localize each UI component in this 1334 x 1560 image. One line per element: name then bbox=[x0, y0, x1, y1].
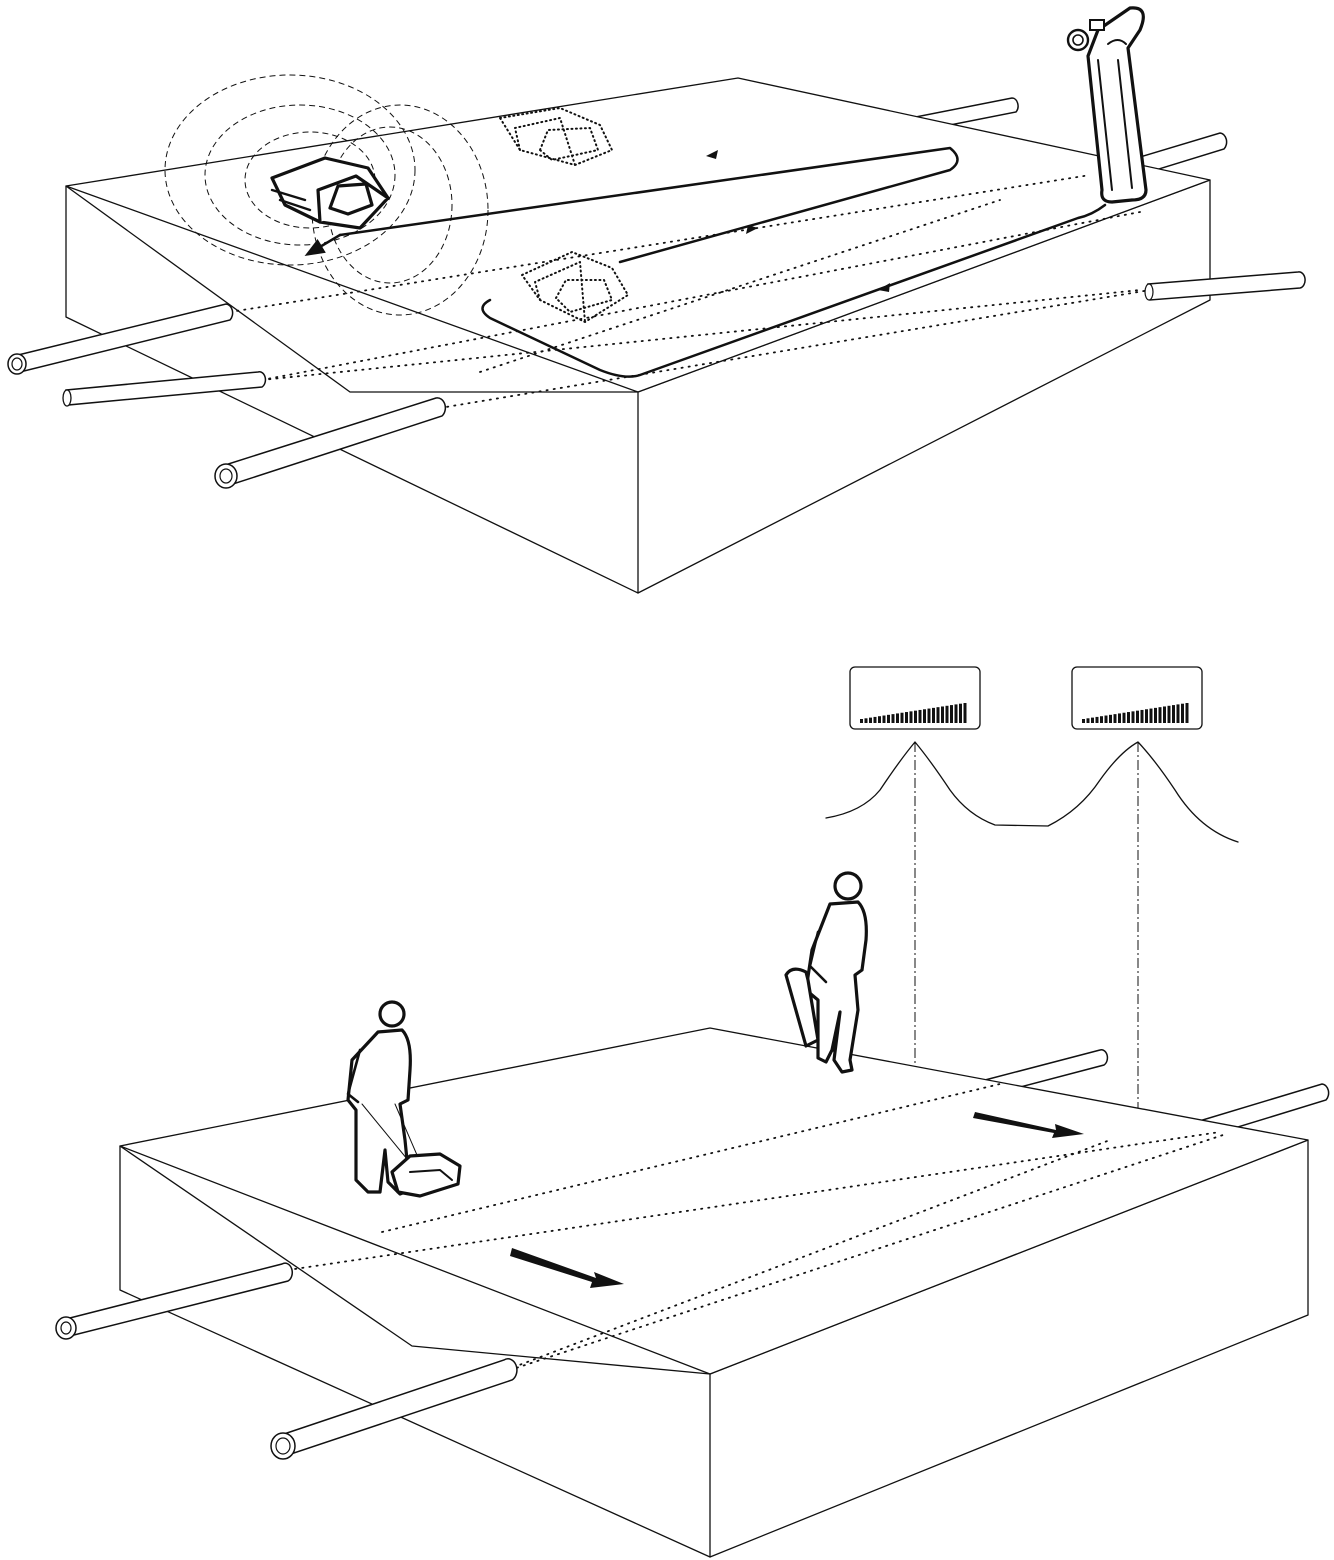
signal-bar bbox=[865, 718, 868, 723]
signal-bar bbox=[860, 719, 863, 723]
bottom-panel bbox=[56, 667, 1329, 1557]
signal-bar bbox=[955, 704, 958, 723]
signal-bar bbox=[905, 712, 908, 723]
operator-with-locator bbox=[786, 873, 866, 1072]
signal-bar bbox=[1136, 711, 1139, 723]
signal-bar bbox=[914, 711, 917, 723]
signal-bar bbox=[1172, 705, 1175, 723]
signal-bar bbox=[1118, 713, 1121, 723]
top-ground-block bbox=[66, 78, 1210, 593]
signal-bar bbox=[1186, 703, 1189, 723]
signal-bar bbox=[946, 706, 949, 723]
signal-bar bbox=[1163, 706, 1166, 723]
signal-bar bbox=[964, 703, 967, 723]
signal-bar bbox=[1109, 715, 1112, 723]
signal-bar bbox=[937, 707, 940, 723]
signal-bar bbox=[941, 706, 944, 723]
signal-bar bbox=[1082, 719, 1085, 723]
signal-bar bbox=[892, 714, 895, 723]
signal-bar bbox=[919, 710, 922, 723]
signal-bar bbox=[1100, 716, 1103, 723]
signal-bar bbox=[928, 709, 931, 723]
signal-bar bbox=[1123, 713, 1126, 723]
signal-bar bbox=[887, 715, 890, 723]
bottom-ground-block bbox=[120, 1028, 1308, 1557]
signal-bar bbox=[1141, 710, 1144, 723]
signal-bar bbox=[1159, 707, 1162, 723]
signal-bar bbox=[883, 716, 886, 723]
signal-display-right bbox=[1072, 667, 1202, 729]
signal-bar bbox=[1087, 718, 1090, 723]
top-panel bbox=[8, 8, 1305, 593]
signal-bar bbox=[1132, 711, 1135, 723]
pipe-front-2 bbox=[66, 372, 265, 405]
signal-bar bbox=[950, 705, 953, 723]
signal-bar bbox=[901, 713, 904, 723]
signal-bar bbox=[959, 704, 962, 723]
signal-bar bbox=[1145, 709, 1148, 723]
signal-bar bbox=[1096, 717, 1099, 723]
signal-bar bbox=[869, 718, 872, 723]
signal-bar bbox=[878, 716, 881, 723]
signal-display-left bbox=[850, 667, 980, 729]
signal-bar bbox=[932, 708, 935, 723]
signal-bar bbox=[874, 717, 877, 723]
signal-bar bbox=[910, 711, 913, 723]
signal-bar bbox=[1127, 712, 1130, 723]
signal-bar bbox=[896, 713, 899, 723]
signal-bar bbox=[923, 709, 926, 723]
signal-bar bbox=[1168, 706, 1171, 723]
signal-bar bbox=[1181, 704, 1184, 723]
signal-bar bbox=[1114, 714, 1117, 723]
signal-bar bbox=[1177, 704, 1180, 723]
signal-bar bbox=[1105, 716, 1108, 723]
signal-bar bbox=[1150, 709, 1153, 723]
signal-bar bbox=[1154, 708, 1157, 723]
signal-bar bbox=[1091, 718, 1094, 723]
signal-response-curve bbox=[826, 742, 1238, 842]
